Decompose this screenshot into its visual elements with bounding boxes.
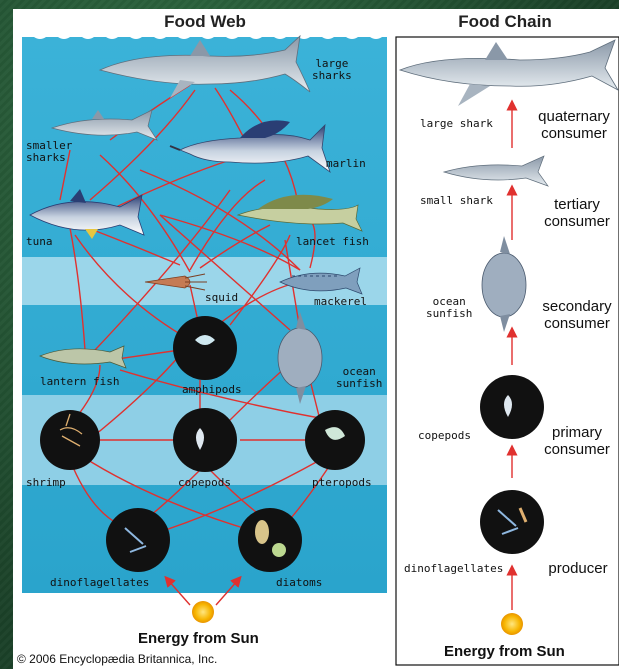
energy-from-sun-web: Energy from Sun: [138, 630, 259, 647]
label-smaller-sharks: smaller sharks: [26, 140, 72, 164]
chain-organism-small-shark: small shark: [420, 195, 493, 207]
chain-organism-ocean-sunfish: ocean sunfish: [426, 296, 472, 320]
food-web-panel: [22, 34, 387, 593]
chain-role-tertiary: tertiary consumer: [536, 196, 618, 230]
copepod-chain: [480, 375, 544, 439]
label-dinoflagellates: dinoflagellates: [50, 577, 149, 589]
label-ocean-sunfish: ocean sunfish: [336, 366, 382, 390]
label-pteropods: pteropods: [312, 477, 372, 489]
chain-organism-large-shark: large shark: [420, 118, 493, 130]
label-diatoms: diatoms: [276, 577, 322, 589]
label-marlin: marlin: [326, 158, 366, 170]
energy-from-sun-chain: Energy from Sun: [444, 643, 565, 660]
label-mackerel: mackerel: [314, 296, 367, 308]
sun-web: [192, 601, 214, 623]
chain-role-primary: primary consumer: [536, 424, 618, 458]
label-squid: squid: [205, 292, 238, 304]
label-lantern-fish: lantern fish: [40, 376, 119, 388]
label-amphipods: amphipods: [182, 384, 242, 396]
chain-role-producer: producer: [538, 560, 618, 577]
sun-chain: [501, 613, 523, 635]
label-lancet-fish: lancet fish: [296, 236, 369, 248]
copyright: © 2006 Encyclopædia Britannica, Inc.: [17, 652, 217, 666]
label-copepods: copepods: [178, 477, 231, 489]
chain-organism-copepods: copepods: [418, 430, 471, 442]
chain-role-secondary: secondary consumer: [536, 298, 618, 332]
label-large-sharks: large sharks: [312, 58, 352, 82]
chain-organism-dinoflagellates: dinoflagellates: [404, 563, 503, 575]
chain-role-quaternary: quaternary consumer: [530, 108, 618, 142]
label-tuna: tuna: [26, 236, 53, 248]
label-shrimp: shrimp: [26, 477, 66, 489]
